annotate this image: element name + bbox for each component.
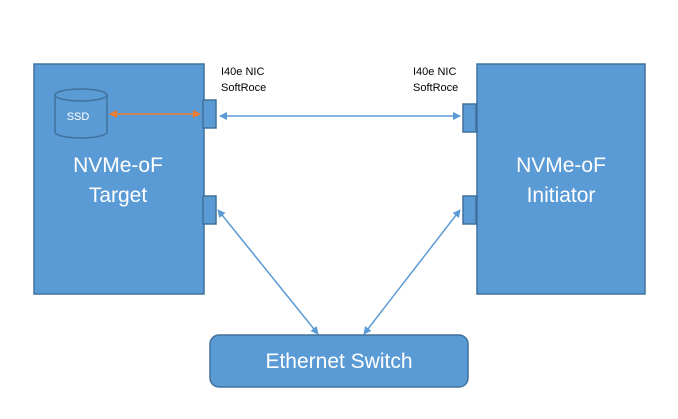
ssd-label: SSD: [67, 111, 90, 123]
initiator-nic-label-line2: SoftRoce: [413, 82, 458, 94]
target-nic-port-top: [202, 99, 217, 129]
ssd-cylinder-icon: [54, 88, 108, 139]
ethernet-switch-box: [209, 334, 469, 388]
target-title-line1: NVMe-oF: [73, 154, 163, 177]
initiator-nic-label-line1: I40e NIC: [413, 66, 456, 78]
target-title-line2: Target: [89, 184, 148, 207]
initiator-nic-port-top: [462, 103, 477, 133]
initiator-box: [476, 63, 646, 295]
target-to-switch-link: [217, 209, 319, 335]
initiator-title-line1: NVMe-oF: [516, 154, 606, 177]
target-nic-port-bottom: [202, 195, 217, 225]
initiator-title-line2: Initiator: [527, 184, 596, 207]
ethernet-switch-label: Ethernet Switch: [265, 350, 412, 373]
initiator-to-switch-link: [363, 209, 461, 335]
target-nic-label-line1: I40e NIC: [221, 66, 264, 78]
target-nic-label-line2: SoftRoce: [221, 82, 266, 94]
initiator-nic-port-bottom: [462, 195, 477, 225]
